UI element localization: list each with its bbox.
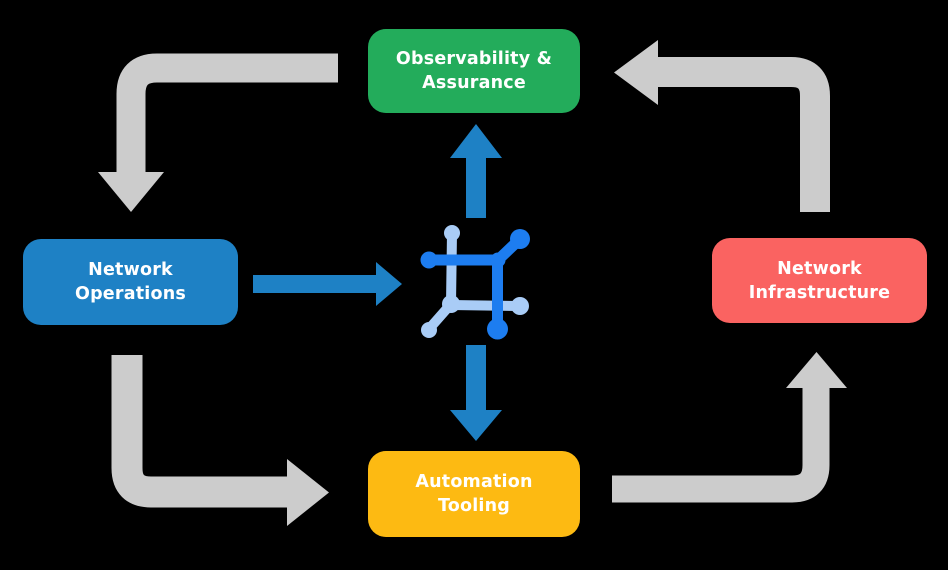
arrow-head-up-icon [786,352,847,388]
node-label-line: Tooling [437,496,511,516]
node-label-line: Network [777,258,862,279]
arrow-platform-to-observability [450,124,502,218]
arrow-infrastructure-to-observability [614,40,830,212]
network-mesh-light-layer [421,225,529,338]
node-label-line: Automation [415,472,533,492]
node-network-infrastructure: Network Infrastructure [712,238,927,323]
arrow-head-right-icon [287,459,329,526]
node-observability-assurance: Observability & Assurance [368,29,580,113]
node-label-line: Infrastructure [748,282,891,303]
arrow-head-up-icon [450,124,502,158]
arrow-head-down-icon [450,410,502,441]
network-mesh-icon [420,225,530,340]
arrow-shaft [612,387,830,503]
node-label-line: Observability & [395,49,553,69]
arrow-shaft [658,57,830,212]
node-label-line: Network [88,260,173,280]
arrow-shaft [116,53,338,174]
arrow-head-down-icon [98,172,164,212]
arrow-observability-to-operations [98,53,338,212]
arrow-head-left-icon [614,40,658,105]
node-label-line: Assurance [422,73,526,93]
node-label-line: Operations [75,284,186,304]
arrow-operations-to-automation [111,355,329,526]
node-network-operations: Network Operations [23,239,238,325]
arrow-head-right-icon [376,262,402,306]
arrow-platform-to-automation [450,345,502,441]
network-mesh-dark-layer [420,229,530,340]
node-automation-tooling: Automation Tooling [368,451,580,537]
arrow-operations-to-platform [253,262,402,306]
arrow-shaft [111,355,289,508]
arrow-automation-to-infrastructure [612,352,847,503]
